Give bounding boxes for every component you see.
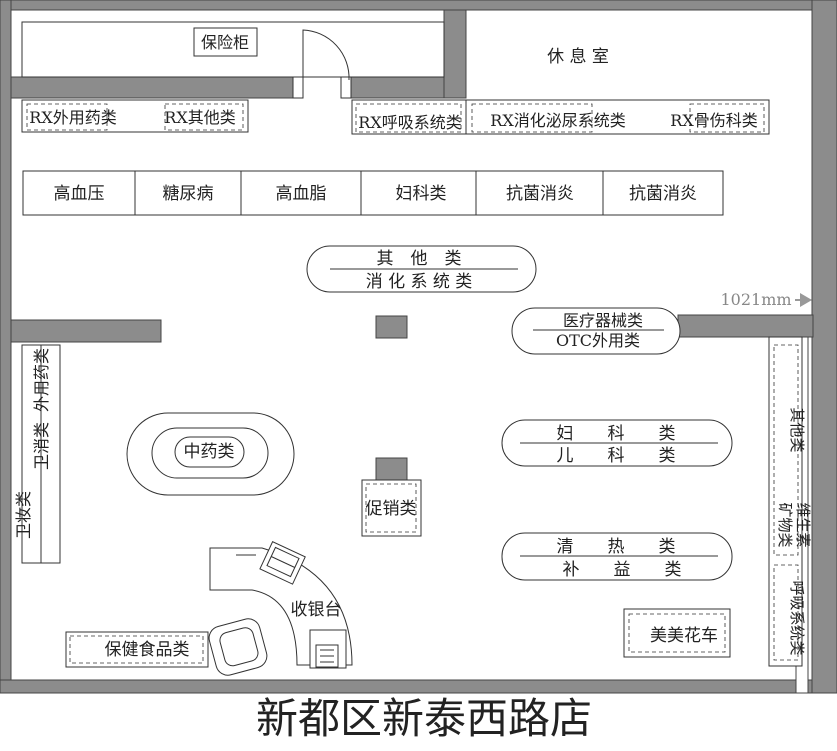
left-col-sanitary-label: 卫消类 (32, 422, 51, 470)
health-food-shelf-inner (69, 635, 204, 664)
rx-shelf-right-inner-c (689, 103, 765, 133)
island-medical (511, 307, 681, 355)
promo-label: 促销类 (366, 499, 417, 519)
rest-room-label: 休 息 室 (547, 47, 609, 67)
rx-digestive-label: RX消化泌尿系统类 (490, 111, 625, 130)
dimension-arrow-icon (800, 293, 812, 307)
shelf-gynecology: 妇科类 (396, 184, 447, 204)
promo-stand (361, 479, 422, 537)
wall-top (0, 0, 837, 11)
wall-inner-left (10, 76, 294, 99)
door-jamb-left (292, 76, 304, 99)
door-swing[interactable] (302, 29, 350, 82)
otc-topical-label: OTC外用类 (556, 331, 640, 350)
flower-cart (623, 608, 731, 658)
island-other-label: 其 他 类 (377, 249, 462, 269)
rx-shelf-left (21, 99, 249, 133)
right-column-inner-b (773, 564, 799, 661)
shelf-antibacterial-2: 抗菌消炎 (629, 184, 697, 204)
wall-bottom (0, 679, 837, 694)
left-col-cosmetic-label: 卫妆类 (14, 491, 33, 539)
cashier-label: 收银台 (291, 600, 342, 620)
wall-rest-room (443, 9, 467, 99)
rx-topical-label: RX外用药类 (29, 108, 116, 127)
health-food-label: 保健食品类 (105, 640, 190, 660)
right-col-mineral-label: 矿物类 (776, 502, 794, 547)
medical-device-label: 医疗器械类 (563, 311, 643, 330)
island-gyn-label: 妇 科 类 (557, 424, 676, 444)
safe-box (193, 27, 258, 57)
wall-right-partition (677, 314, 814, 338)
island-digestive-label: 消 化 系 统 类 (366, 272, 473, 292)
island-pediatric-label: 儿 科 类 (557, 446, 676, 466)
right-column-inner-a (773, 344, 799, 556)
right-col-vitamin-label: 维生素 (794, 502, 812, 547)
right-column (768, 336, 803, 667)
rx-shelf-left-inner-a (26, 103, 108, 131)
right-col-other-label: 其他类 (788, 407, 806, 452)
safe-label: 保险柜 (201, 33, 249, 52)
island-tonic-label: 补 益 类 (563, 560, 682, 580)
flower-cart-inner (628, 613, 726, 653)
rx-shelf-right-inner-b (471, 103, 593, 133)
pillar (375, 315, 408, 339)
chair-icon (208, 618, 268, 676)
wall-inner-mid (350, 76, 447, 99)
wall-right (811, 0, 837, 694)
rx-shelf-left-inner-b (164, 103, 244, 131)
cash-register-icon (259, 541, 306, 585)
store-name: 新都区新泰西路店 (256, 694, 592, 743)
shelf-diabetes: 糖尿病 (163, 184, 214, 204)
promo-stand-inner (365, 483, 417, 533)
rx-shelf-right (351, 99, 770, 135)
door-jamb-right (340, 76, 352, 99)
wall-left-partition (10, 319, 162, 343)
rx-shelf-right-inner-a (355, 103, 462, 133)
left-col-topical-label: 外用药类 (32, 348, 51, 412)
right-col-respiratory-label: 呼吸系统类 (788, 580, 806, 655)
shelf-hyperlipidemia: 高血脂 (276, 184, 327, 204)
shelf-antibacterial-1: 抗菌消炎 (506, 184, 574, 204)
island-tcm-inner (174, 436, 245, 468)
wall-left (0, 0, 12, 694)
rx-orthopedic-label: RX骨伤科类 (670, 111, 757, 130)
shelf-hypertension: 高血压 (54, 184, 105, 204)
flower-cart-label: 美美花车 (650, 626, 718, 646)
shelf-row (22, 170, 724, 216)
health-food-shelf (65, 631, 209, 668)
rx-respiratory-label: RX呼吸系统类 (358, 113, 461, 132)
island-heat-label: 清 热 类 (557, 537, 676, 557)
pillar (375, 457, 408, 481)
tcm-label: 中药类 (184, 442, 235, 462)
dimension-label: 1021mm (720, 290, 791, 309)
rx-other-label: RX其他类 (164, 108, 235, 127)
